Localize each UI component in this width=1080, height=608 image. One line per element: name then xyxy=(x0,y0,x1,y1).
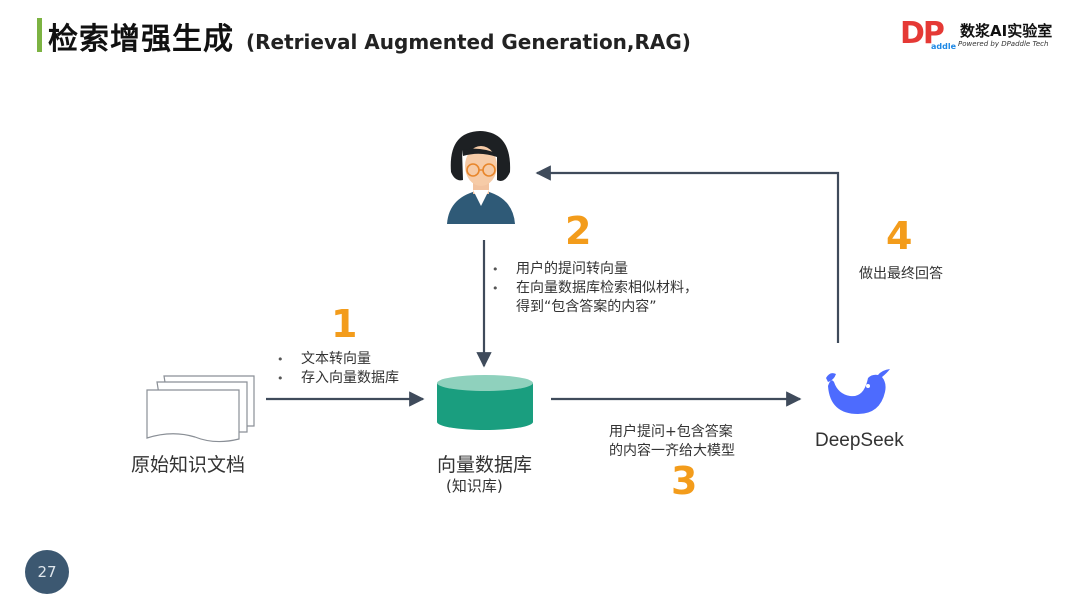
deepseek-whale-icon xyxy=(826,369,890,414)
step-2-item: 用户的提问转向量 xyxy=(490,260,698,279)
step-3-number: 3 xyxy=(671,459,698,503)
logo-tagline: Powered by DPaddle Tech xyxy=(958,40,1049,48)
page-subtitle: (Retrieval Augmented Generation,RAG) xyxy=(246,30,691,54)
logo-name: 数浆AI实验室 xyxy=(960,22,1053,40)
document-stack-icon xyxy=(146,375,255,443)
step-1-item: 存入向量数据库 xyxy=(275,369,399,388)
company-logo: DP addle 数浆AI实验室 Powered by DPaddle Tech xyxy=(900,16,1060,51)
step-1-list: 文本转向量 存入向量数据库 xyxy=(275,350,399,388)
page-number-badge: 27 xyxy=(25,550,69,594)
llm-label: DeepSeek xyxy=(815,430,904,451)
step-2-number: 2 xyxy=(565,209,592,253)
vector-db-label: 向量数据库 xyxy=(437,454,533,476)
arrow-llm-to-user xyxy=(535,165,840,343)
logo-sub-letters: addle xyxy=(931,42,957,51)
title-accent-bar xyxy=(37,18,42,52)
step-4-line: 做出最终回答 xyxy=(859,266,943,282)
user-avatar-icon xyxy=(447,131,515,224)
step-2-item: 在向量数据库检索相似材料， xyxy=(490,279,698,298)
step-1-item: 文本转向量 xyxy=(275,350,399,369)
step-2-list: 用户的提问转向量 在向量数据库检索相似材料， 得到“包含答案的内容” xyxy=(490,260,698,317)
step-2-item: 得到“包含答案的内容” xyxy=(516,299,657,315)
step-1-number: 1 xyxy=(331,302,358,346)
step-4-number: 4 xyxy=(886,214,913,258)
page-title: 检索增强生成(Retrieval Augmented Generation,RA… xyxy=(48,22,691,57)
vector-db-sublabel: (知识库) xyxy=(446,477,503,495)
logo-letters: DP xyxy=(900,16,945,51)
database-cylinder-icon xyxy=(437,375,533,430)
step-3-line: 的内容一齐给大模型 xyxy=(609,443,735,459)
documents-label: 原始知识文档 xyxy=(131,454,246,476)
step-3-line: 用户提问+包含答案 xyxy=(609,424,733,440)
